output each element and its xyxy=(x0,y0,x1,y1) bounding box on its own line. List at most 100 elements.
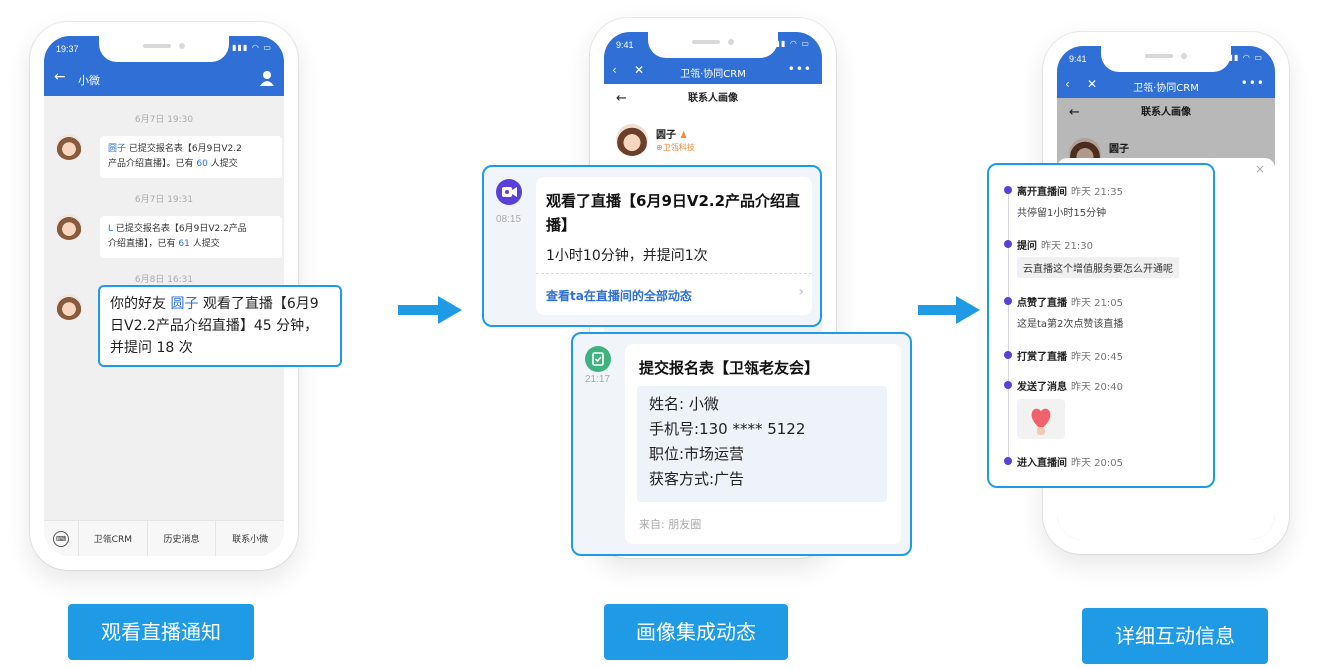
timeline-item: 点赞了直播昨天 21:05 这是ta第2次点赞该直播 xyxy=(1003,294,1203,330)
contact-name: 圆子 xyxy=(1109,144,1129,155)
phone-notch xyxy=(648,32,778,58)
timeline-dot xyxy=(1004,457,1012,465)
event-title: 离开直播间 xyxy=(1017,187,1067,198)
message-text: 产品介绍直播】。已有 xyxy=(108,159,197,169)
event-time: 昨天 20:05 xyxy=(1071,458,1123,469)
message-text: 你的好友 xyxy=(110,296,171,312)
profile-card: 圆子 ♟ ⊕卫瓴科技 xyxy=(604,114,822,174)
signal-icon: ▮▮▮ ◠ ▭ xyxy=(232,43,272,52)
close-icon[interactable]: ✕ xyxy=(634,63,645,77)
sub-header: ← 联系人画像 xyxy=(604,84,822,114)
activity-body: 提交报名表【卫瓴老友会】 姓名: 小微 手机号:130 **** 5122 职位… xyxy=(625,344,901,544)
back-arrow-icon[interactable]: ← xyxy=(54,69,66,85)
form-fields: 姓名: 小微 手机号:130 **** 5122 职位:市场运营 获客方式:广告 xyxy=(637,386,887,502)
highlight-message-callout: 你的好友 圆子 观看了直播【6月9日V2.2产品介绍直播】45 分钟，并提问 1… xyxy=(98,285,342,367)
avatar xyxy=(56,134,82,160)
timeline-item: 离开直播间昨天 21:35 共停留1小时15分钟 xyxy=(1003,183,1203,219)
divider xyxy=(536,273,812,274)
timeline-line xyxy=(1008,193,1009,463)
label-profile-activity: 画像集成动态 xyxy=(604,604,788,660)
message-text: 介绍直播】，已有 xyxy=(108,239,179,249)
arrow-right-icon xyxy=(398,296,462,324)
event-title: 发送了消息 xyxy=(1017,382,1067,393)
timeline-dot xyxy=(1004,240,1012,248)
close-icon[interactable]: × xyxy=(1254,162,1265,176)
more-icon[interactable]: ••• xyxy=(1240,76,1265,90)
event-title: 点赞了直播 xyxy=(1017,298,1067,309)
bottom-menu-history[interactable]: 历史消息 xyxy=(146,521,216,556)
form-field-name: 姓名: 小微 xyxy=(649,395,719,413)
signal-icon: ▮▮▮ ◠ ▭ xyxy=(770,39,810,48)
message-timestamp: 6月7日 19:30 xyxy=(134,115,194,125)
message-count: 61 xyxy=(178,239,190,249)
message-text: 人提交 xyxy=(189,239,220,249)
signal-icon: ▮▮▮ ◠ ▭ xyxy=(1223,53,1263,62)
message-bubble: L 已提交报名表【6月9日V2.2产品 介绍直播】，已有 61 人提交 xyxy=(100,216,282,258)
chat-navbar: ← 小微 xyxy=(44,62,284,96)
timeline-item: 进入直播间昨天 20:05 xyxy=(1003,454,1203,469)
back-arrow-icon[interactable]: ← xyxy=(1069,105,1080,120)
event-title: 提问 xyxy=(1017,241,1037,252)
activity-title: 观看了直播【6月9日V2.2产品介绍直播】 xyxy=(546,192,801,234)
contact-name: 圆子 ♟ xyxy=(656,130,688,141)
page-title: 联系人画像 xyxy=(1141,107,1191,118)
message-text: 观看了直播【6月9日V2.2产品介绍直播】45 分钟，并提问 18 次 xyxy=(110,296,319,356)
timeline-dot xyxy=(1004,351,1012,359)
timeline-item: 提问昨天 21:30 云直播这个增值服务要怎么开通呢 xyxy=(1003,237,1203,278)
contact-company: ⊕卫瓴科技 xyxy=(656,143,695,152)
bottom-menu-crm[interactable]: 卫瓴CRM xyxy=(78,521,147,556)
crm-navbar: ‹ ✕ 卫瓴·协同CRM ••• xyxy=(604,58,822,84)
message-bubble: 圆子 已提交报名表【6月9日V2.2 产品介绍直播】。已有 60 人提交 xyxy=(100,136,282,178)
sender-name[interactable]: 圆子 xyxy=(108,144,127,154)
back-arrow-icon[interactable]: ← xyxy=(616,91,627,106)
chevron-right-icon: › xyxy=(798,284,804,300)
activity-time: 08:15 xyxy=(496,214,522,225)
user-icon[interactable] xyxy=(260,70,274,86)
timeline-dot xyxy=(1004,297,1012,305)
activity-title: 提交报名表【卫瓴老友会】 xyxy=(639,359,820,377)
message-text: 已提交报名表【6月9日V2.2产品 xyxy=(113,224,247,234)
avatar xyxy=(56,214,82,240)
message-timestamp: 6月8日 16:31 xyxy=(134,275,194,285)
event-time: 昨天 20:45 xyxy=(1071,352,1123,363)
event-detail: 共停留1小时15分钟 xyxy=(1017,208,1107,219)
message-text: 已提交报名表【6月9日V2.2 xyxy=(126,144,242,154)
back-chevron-icon[interactable]: ‹ xyxy=(612,63,617,77)
event-detail: 这是ta第2次点赞该直播 xyxy=(1017,319,1124,330)
event-title: 进入直播间 xyxy=(1017,458,1067,469)
form-activity-card: 21:17 提交报名表【卫瓴老友会】 姓名: 小微 手机号:130 **** 5… xyxy=(571,332,912,556)
live-detail-card: 离开直播间昨天 21:35 共停留1小时15分钟 提问昨天 21:30 云直播这… xyxy=(987,163,1215,488)
timeline-item: 打赏了直播昨天 20:45 xyxy=(1003,348,1203,363)
activity-body: 观看了直播【6月9日V2.2产品介绍直播】 1小时10分钟，并提问1次 查看ta… xyxy=(536,177,812,315)
live-activity-card: 08:15 观看了直播【6月9日V2.2产品介绍直播】 1小时10分钟，并提问1… xyxy=(482,165,822,327)
video-camera-icon xyxy=(496,179,522,205)
event-title: 打赏了直播 xyxy=(1017,352,1067,363)
close-icon[interactable]: ✕ xyxy=(1087,77,1098,91)
message-timestamp: 6月7日 19:31 xyxy=(134,195,194,205)
more-icon[interactable]: ••• xyxy=(787,62,812,76)
timeline-dot xyxy=(1004,381,1012,389)
form-field-title: 职位:市场运营 xyxy=(649,445,745,463)
question-chip: 云直播这个增值服务要怎么开通呢 xyxy=(1017,257,1179,278)
status-time: 19:37 xyxy=(56,44,79,54)
status-time: 9:41 xyxy=(616,40,634,50)
event-time: 昨天 21:05 xyxy=(1071,298,1123,309)
event-time: 昨天 20:40 xyxy=(1071,382,1123,393)
form-icon xyxy=(585,346,611,372)
phone-notch xyxy=(1101,46,1231,72)
back-chevron-icon[interactable]: ‹ xyxy=(1065,77,1070,91)
navbar-title: 卫瓴·协同CRM xyxy=(1133,83,1199,94)
sub-header: ← 联系人画像 xyxy=(1057,98,1275,128)
sender-name[interactable]: L xyxy=(108,224,114,234)
view-live-activity-link[interactable]: 查看ta在直播间的全部动态 xyxy=(546,289,692,303)
message-count: 60 xyxy=(196,159,208,169)
timeline-item: 发送了消息昨天 20:40 xyxy=(1003,378,1203,439)
timeline-dot xyxy=(1004,186,1012,194)
event-time: 昨天 21:30 xyxy=(1041,241,1093,252)
activity-source: 来自: 朋友圈 xyxy=(639,518,702,531)
status-time: 9:41 xyxy=(1069,54,1087,64)
heart-sticker-icon xyxy=(1017,399,1065,439)
bottom-menu-contact[interactable]: 联系小微 xyxy=(215,521,284,556)
keyboard-toggle[interactable]: ⌨ xyxy=(44,521,78,556)
sender-name[interactable]: 圆子 xyxy=(170,296,199,312)
